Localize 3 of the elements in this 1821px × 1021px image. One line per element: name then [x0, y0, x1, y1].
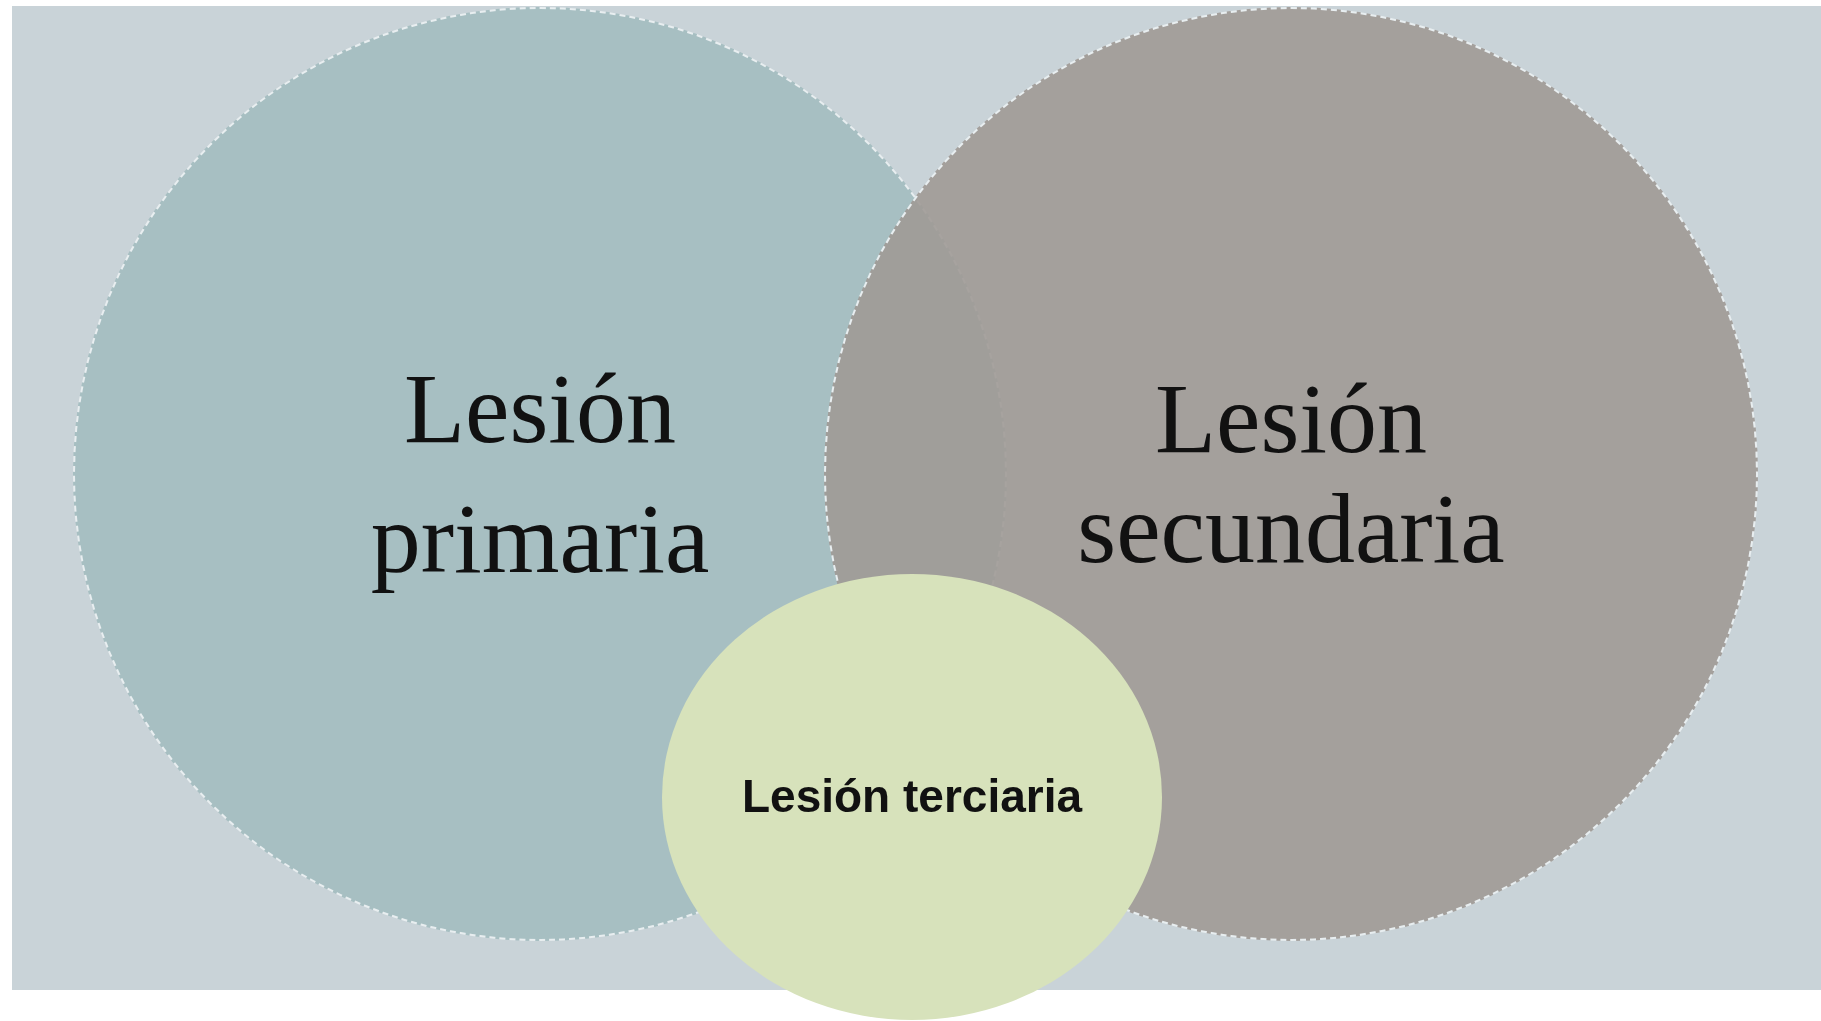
circle-label: Lesión secundaria — [1076, 364, 1506, 584]
circle-label: Lesión primaria — [369, 352, 711, 596]
circle-label: Lesión terciaria — [741, 769, 1082, 825]
